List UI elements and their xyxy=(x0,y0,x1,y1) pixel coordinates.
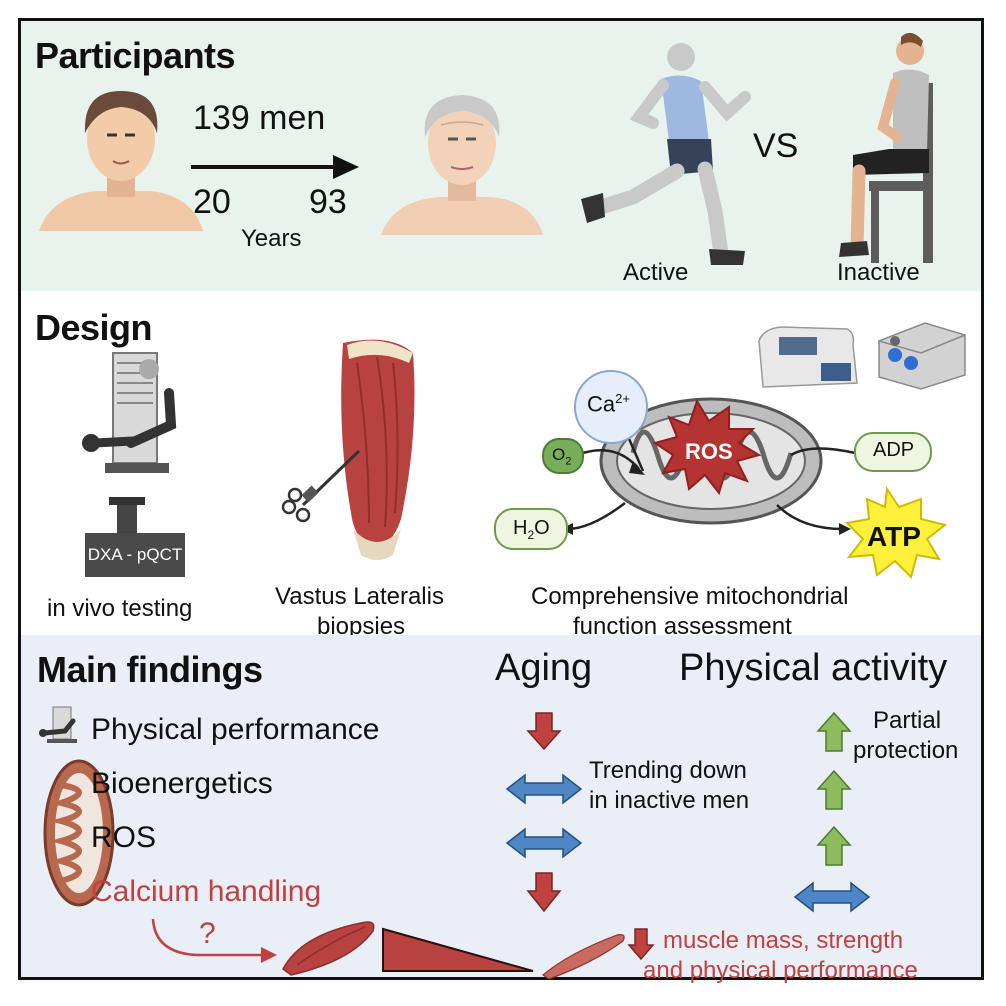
mito-assessment-line1: Comprehensive mitochondrial xyxy=(531,583,849,610)
oxygen-subscript: 2 xyxy=(565,455,572,468)
design-title: Design xyxy=(35,307,153,348)
leg-press-machine-icon xyxy=(82,352,177,473)
inactive-sitting-icon xyxy=(839,32,933,263)
atrophied-muscle-icon xyxy=(542,934,625,980)
aging-bidirectional-arrow-bioenergetics xyxy=(505,773,583,805)
adp-pill-icon xyxy=(854,432,932,472)
row-ros: ROS xyxy=(91,821,157,854)
aging-bidirectional-arrow-ros xyxy=(505,827,583,859)
in-vivo-testing-label: in vivo testing xyxy=(47,595,193,622)
biopsy-label-line1: Vastus Lateralis xyxy=(275,583,444,610)
calcium-to-muscle-arrow xyxy=(151,918,277,963)
atp-label: ATP xyxy=(867,521,921,552)
dxa-scanner-icon xyxy=(85,497,185,577)
findings-panel: Main findings Aging Physical activity xyxy=(21,635,981,984)
age-max: 93 xyxy=(309,183,347,221)
activity-up-arrow-ros xyxy=(816,825,852,866)
activity-bidirectional-arrow-calcium xyxy=(793,881,871,913)
oxygen-pill-icon xyxy=(542,438,584,474)
activity-up-arrow-performance xyxy=(816,711,852,752)
participant-count: 139 men xyxy=(193,99,326,137)
ros-burst-icon xyxy=(652,398,762,496)
participants-panel: Participants xyxy=(21,21,981,291)
healthy-muscle-icon xyxy=(282,921,375,976)
partial-note-line1: Partial xyxy=(873,707,942,734)
figure-frame: Participants xyxy=(18,18,984,984)
outcome-line2: and physical performance xyxy=(643,957,918,984)
design-art xyxy=(82,322,966,579)
partial-note-line2: protection xyxy=(853,737,959,764)
young-man-icon xyxy=(39,91,203,231)
activity-column-header: Physical activity xyxy=(679,647,948,689)
findings-art xyxy=(39,706,871,980)
aging-down-arrow-calcium xyxy=(526,872,562,913)
ros-label: ROS xyxy=(685,439,733,464)
design-panel: Design xyxy=(21,293,981,640)
age-min: 20 xyxy=(193,183,231,221)
active-runner-icon xyxy=(581,43,751,265)
participants-title: Participants xyxy=(35,35,236,76)
spectrophotometer-icon xyxy=(758,326,858,388)
outcome-line1: muscle mass, strength xyxy=(663,927,904,954)
water-pill-icon xyxy=(494,508,568,550)
aging-down-arrow-performance xyxy=(526,712,562,751)
inactive-label: Inactive xyxy=(837,259,920,286)
small-leg-press-icon xyxy=(39,706,77,743)
oxygen-base: O xyxy=(552,445,566,464)
active-label: Active xyxy=(623,259,689,286)
oxygraph-instrument-icon xyxy=(878,322,966,390)
age-unit-label: Years xyxy=(241,225,302,252)
calcium-bubble-icon xyxy=(574,370,648,444)
dxa-pqct-label: DXA - pQCT xyxy=(87,545,183,564)
water-subscript: 2 xyxy=(527,528,535,542)
row-physical-performance: Physical performance xyxy=(91,713,380,746)
water-o: O xyxy=(534,517,550,539)
activity-up-arrow-bioenergetics xyxy=(816,769,852,810)
oxygen-label: O2 xyxy=(552,445,571,467)
aging-column-header: Aging xyxy=(495,647,593,689)
vastus-lateralis-muscle-icon xyxy=(341,339,415,560)
calcium-label: Ca2+ xyxy=(587,391,630,417)
substrate-flux-arrows xyxy=(566,410,856,531)
water-label: H2O xyxy=(513,517,550,542)
calcium-charge: 2+ xyxy=(615,391,630,406)
row-calcium-handling: Calcium handling xyxy=(91,875,322,908)
participants-art xyxy=(39,32,933,265)
trending-note-line1: Trending down xyxy=(589,757,747,784)
mitochondrion-side-icon xyxy=(43,759,115,907)
biopsy-needle-icon xyxy=(281,449,361,523)
outcome-down-arrow xyxy=(627,928,655,961)
question-mark: ? xyxy=(199,917,216,950)
old-man-icon xyxy=(381,95,543,235)
findings-title: Main findings xyxy=(37,649,263,690)
versus-label: VS xyxy=(753,127,799,165)
trending-note-line2: in inactive men xyxy=(589,787,750,814)
atp-burst-icon xyxy=(844,486,948,579)
calcium-base: Ca xyxy=(587,391,616,417)
decline-wedge-icon xyxy=(382,927,534,972)
row-bioenergetics: Bioenergetics xyxy=(91,767,273,800)
adp-label: ADP xyxy=(873,439,915,461)
water-h: H xyxy=(513,517,528,539)
age-arrow-icon xyxy=(191,155,359,179)
